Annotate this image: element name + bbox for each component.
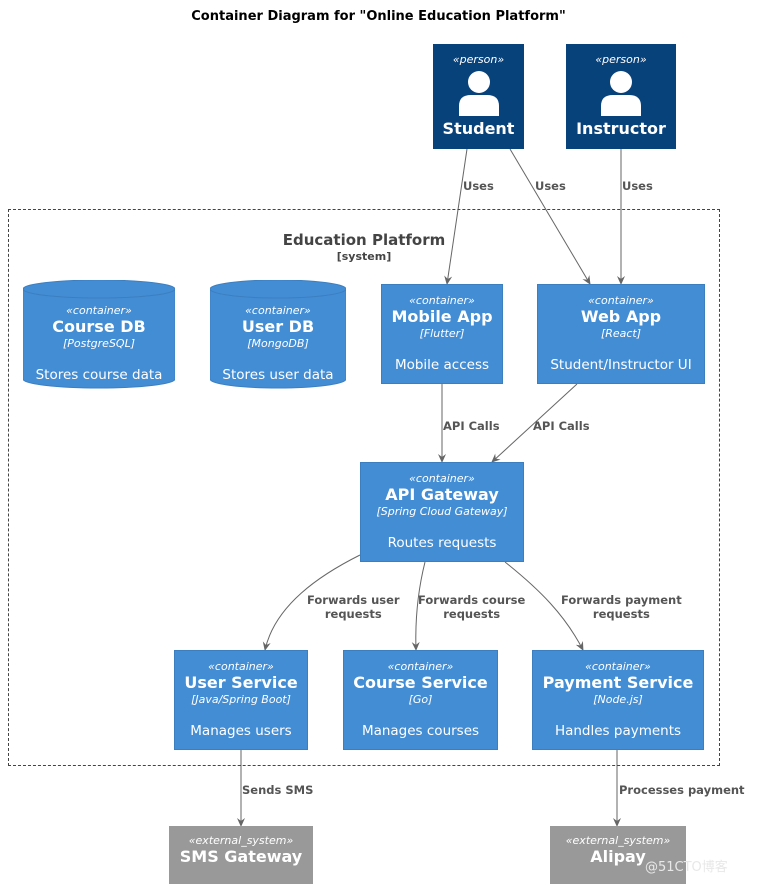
edge-label-payment-alipay: Processes payment xyxy=(619,783,745,797)
edge-label-line: requests xyxy=(592,607,650,621)
container-tech: [Node.js] xyxy=(593,693,643,706)
stereotype-label: «container» xyxy=(208,660,274,673)
container-name: User Service xyxy=(184,673,298,692)
database-tech: [PostgreSQL] xyxy=(62,337,136,350)
container-tech: [Go] xyxy=(408,693,433,706)
stereotype-label: «external_system» xyxy=(188,834,294,847)
container-name: Web App xyxy=(580,307,662,326)
edge-gateway-user xyxy=(262,554,361,651)
stereotype-label: «container» xyxy=(409,294,475,307)
container-api-gateway[interactable]: «container» API Gateway [Spring Cloud Ga… xyxy=(360,462,524,562)
container-web-app[interactable]: «container» Web App [React] Student/Inst… xyxy=(537,284,705,384)
person-icon xyxy=(601,71,641,116)
database-cylinder-icon xyxy=(210,280,346,389)
system-boundary xyxy=(8,209,720,766)
database-user-db[interactable]: «container» User DB [MongoDB] Stores use… xyxy=(210,280,346,389)
edge-label-gateway-user: Forwards user requests xyxy=(307,593,400,621)
edge-label-gateway-course: Forwards course requests xyxy=(418,593,525,621)
edge-web-gateway xyxy=(491,383,578,463)
person-student[interactable]: «person» Student xyxy=(433,44,524,149)
stereotype-label: «container» xyxy=(588,294,654,307)
container-desc: Mobile access xyxy=(394,357,490,373)
boundary-name: Education Platform xyxy=(282,231,446,249)
edge-label-user-sms: Sends SMS xyxy=(242,783,314,797)
stereotype-label: «external_system» xyxy=(565,834,671,847)
external-alipay[interactable]: «external_system» Alipay xyxy=(550,826,686,884)
stereotype-label: «container» xyxy=(66,304,132,317)
edge-label-line: Forwards payment xyxy=(561,593,682,607)
database-course-db[interactable]: «container» Course DB [PostgreSQL] Store… xyxy=(23,280,175,389)
container-name: Payment Service xyxy=(542,673,694,692)
container-desc: Student/Instructor UI xyxy=(550,357,692,373)
boundary-type: [system] xyxy=(336,250,392,263)
edge-label-student-web: Uses xyxy=(535,179,566,193)
container-course-service[interactable]: «container» Course Service [Go] Manages … xyxy=(343,650,498,750)
edge-label-line: requests xyxy=(324,607,382,621)
stereotype-label: «container» xyxy=(387,660,454,673)
edge-label-instructor-web: Uses xyxy=(622,179,653,193)
person-icon xyxy=(458,71,499,116)
edge-label-mobile-gateway: API Calls xyxy=(443,419,500,433)
container-mobile-app[interactable]: «container» Mobile App [Flutter] Mobile … xyxy=(381,284,503,384)
edge-gateway-course xyxy=(411,561,426,651)
edge-label-line: requests xyxy=(443,607,501,621)
external-name: Alipay xyxy=(590,847,646,866)
database-tech: [MongoDB] xyxy=(247,337,309,350)
container-desc: Handles payments xyxy=(554,723,682,739)
edge-label-gateway-payment: Forwards payment requests xyxy=(561,593,682,621)
edge-label-line: Forwards user xyxy=(307,593,400,607)
database-name: Course DB xyxy=(52,317,146,336)
stereotype-label: «person» xyxy=(595,53,647,66)
container-tech: [Flutter] xyxy=(419,327,465,340)
edge-label-line: Forwards course xyxy=(418,593,526,607)
stereotype-label: «person» xyxy=(452,53,505,66)
container-desc: Manages courses xyxy=(361,723,480,739)
diagram-title: Container Diagram for "Online Education … xyxy=(191,9,566,24)
edge-student-web xyxy=(509,148,591,285)
container-name: Course Service xyxy=(353,673,488,692)
person-instructor[interactable]: «person» Instructor xyxy=(566,44,676,149)
external-sms-gateway[interactable]: «external_system» SMS Gateway xyxy=(169,826,313,884)
container-desc: Routes requests xyxy=(387,535,497,551)
container-payment-service[interactable]: «container» Payment Service [Node.js] Ha… xyxy=(532,650,704,750)
edge-label-student-mobile: Uses xyxy=(463,179,494,193)
container-desc: Manages users xyxy=(190,723,292,739)
database-name: User DB xyxy=(241,317,315,336)
edge-gateway-payment xyxy=(504,561,584,651)
edge-student-mobile xyxy=(444,148,468,285)
container-tech: [Java/Spring Boot] xyxy=(191,693,291,706)
stereotype-label: «container» xyxy=(585,660,651,673)
stereotype-label: «container» xyxy=(245,304,311,317)
watermark: @51CTO博客 xyxy=(645,860,728,875)
container-tech: [Spring Cloud Gateway] xyxy=(376,505,508,518)
database-cylinder-icon xyxy=(23,280,175,389)
stereotype-label: «container» xyxy=(409,472,475,485)
database-desc: Stores user data xyxy=(222,367,334,383)
edge-label-web-gateway: API Calls xyxy=(533,419,590,433)
database-desc: Stores course data xyxy=(35,367,163,383)
person-name: Instructor xyxy=(576,119,666,138)
person-name: Student xyxy=(442,119,515,138)
external-name: SMS Gateway xyxy=(179,847,303,866)
container-user-service[interactable]: «container» User Service [Java/Spring Bo… xyxy=(174,650,308,750)
container-tech: [React] xyxy=(600,327,642,340)
container-name: API Gateway xyxy=(385,485,499,504)
container-name: Mobile App xyxy=(391,307,493,326)
